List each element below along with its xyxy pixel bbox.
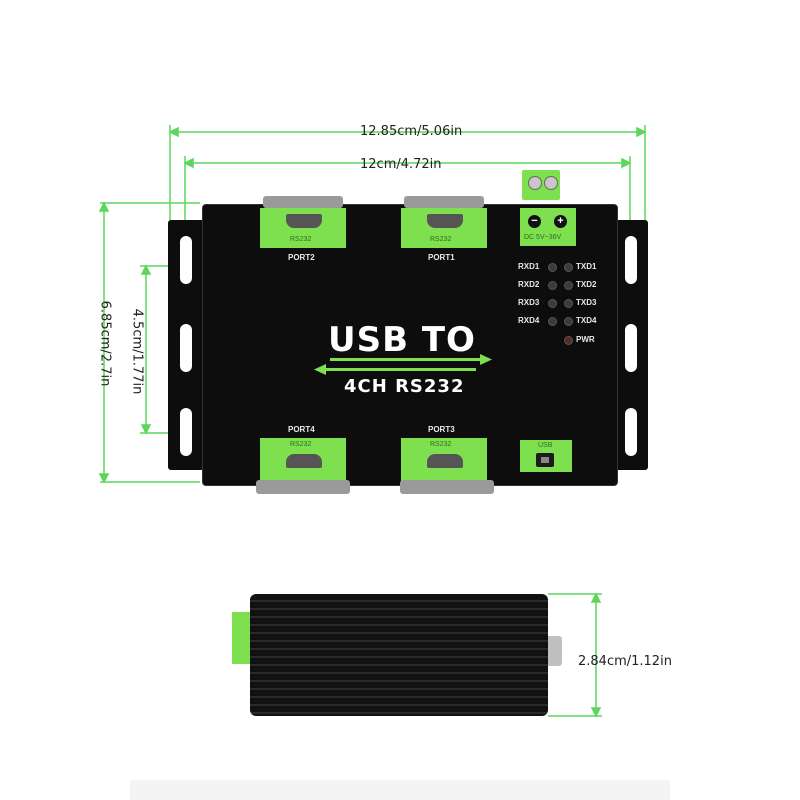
led-rxd3 (548, 299, 557, 308)
bottom-strip (130, 780, 670, 800)
bidirectional-arrow-icon (314, 354, 492, 375)
led-txd3 (564, 299, 573, 308)
led-txd4 (564, 317, 573, 326)
port3-db9-icon (427, 454, 463, 468)
port1-rs232-label: RS232 (430, 236, 452, 243)
led-label-txd4: TXD4 (576, 316, 597, 325)
left-slot-3 (180, 408, 192, 456)
led-label-rxd4: RXD4 (518, 316, 540, 325)
led-label-txd2: TXD2 (576, 280, 597, 289)
usb-label: USB (538, 442, 553, 449)
minus-icon: − (528, 215, 541, 228)
terminal-screw-1 (528, 176, 542, 190)
led-rxd1 (548, 263, 557, 272)
port2-shell (263, 196, 343, 208)
right-slot-1 (625, 236, 637, 284)
led-rxd2 (548, 281, 557, 290)
port3-label: PORT3 (428, 425, 455, 434)
left-slot-1 (180, 236, 192, 284)
led-rxd4 (548, 317, 557, 326)
led-pwr (564, 336, 573, 345)
inner-width-label: 12cm/4.72in (360, 157, 442, 172)
port2-rs232-label: RS232 (290, 236, 312, 243)
dc-voltage-label: DC 5V~36V (524, 234, 562, 241)
led-label-rxd2: RXD2 (518, 280, 540, 289)
terminal-screw-2 (544, 176, 558, 190)
port1-db9-icon (427, 214, 463, 228)
title-line2: 4CH RS232 (344, 376, 465, 397)
left-slot-2 (180, 324, 192, 372)
thickness-label: 2.84cm/1.12in (578, 654, 672, 669)
port1-label: PORT1 (428, 253, 455, 262)
device-top-view: RS232 RS232 PORT2 PORT1 − + DC 5V~36V RX… (168, 170, 648, 496)
inner-height-label: 4.5cm/1.77in (129, 308, 145, 395)
port4-db9-icon (286, 454, 322, 468)
led-label-pwr: PWR (576, 335, 595, 344)
right-slot-3 (625, 408, 637, 456)
device-side-view (232, 590, 568, 720)
port2-db9-icon (286, 214, 322, 228)
port3-rs232-label: RS232 (430, 441, 452, 448)
title-line1: USB TO (328, 320, 476, 360)
side-terminal-block (232, 612, 254, 664)
plus-icon: + (554, 215, 567, 228)
dc-power-panel (520, 208, 576, 246)
port4-label: PORT4 (288, 425, 315, 434)
port1-shell (404, 196, 484, 208)
port2-label: PORT2 (288, 253, 315, 262)
led-txd1 (564, 263, 573, 272)
outer-height-label: 6.85cm/2.7in (97, 300, 113, 387)
usb-port-icon (536, 453, 554, 467)
led-label-rxd1: RXD1 (518, 262, 540, 271)
port3-shell (400, 480, 494, 494)
led-label-txd1: TXD1 (576, 262, 597, 271)
led-label-rxd3: RXD3 (518, 298, 540, 307)
led-txd2 (564, 281, 573, 290)
side-body (250, 594, 548, 716)
right-slot-2 (625, 324, 637, 372)
outer-width-label: 12.85cm/5.06in (360, 124, 463, 139)
port4-rs232-label: RS232 (290, 441, 312, 448)
led-label-txd3: TXD3 (576, 298, 597, 307)
port4-shell (256, 480, 350, 494)
